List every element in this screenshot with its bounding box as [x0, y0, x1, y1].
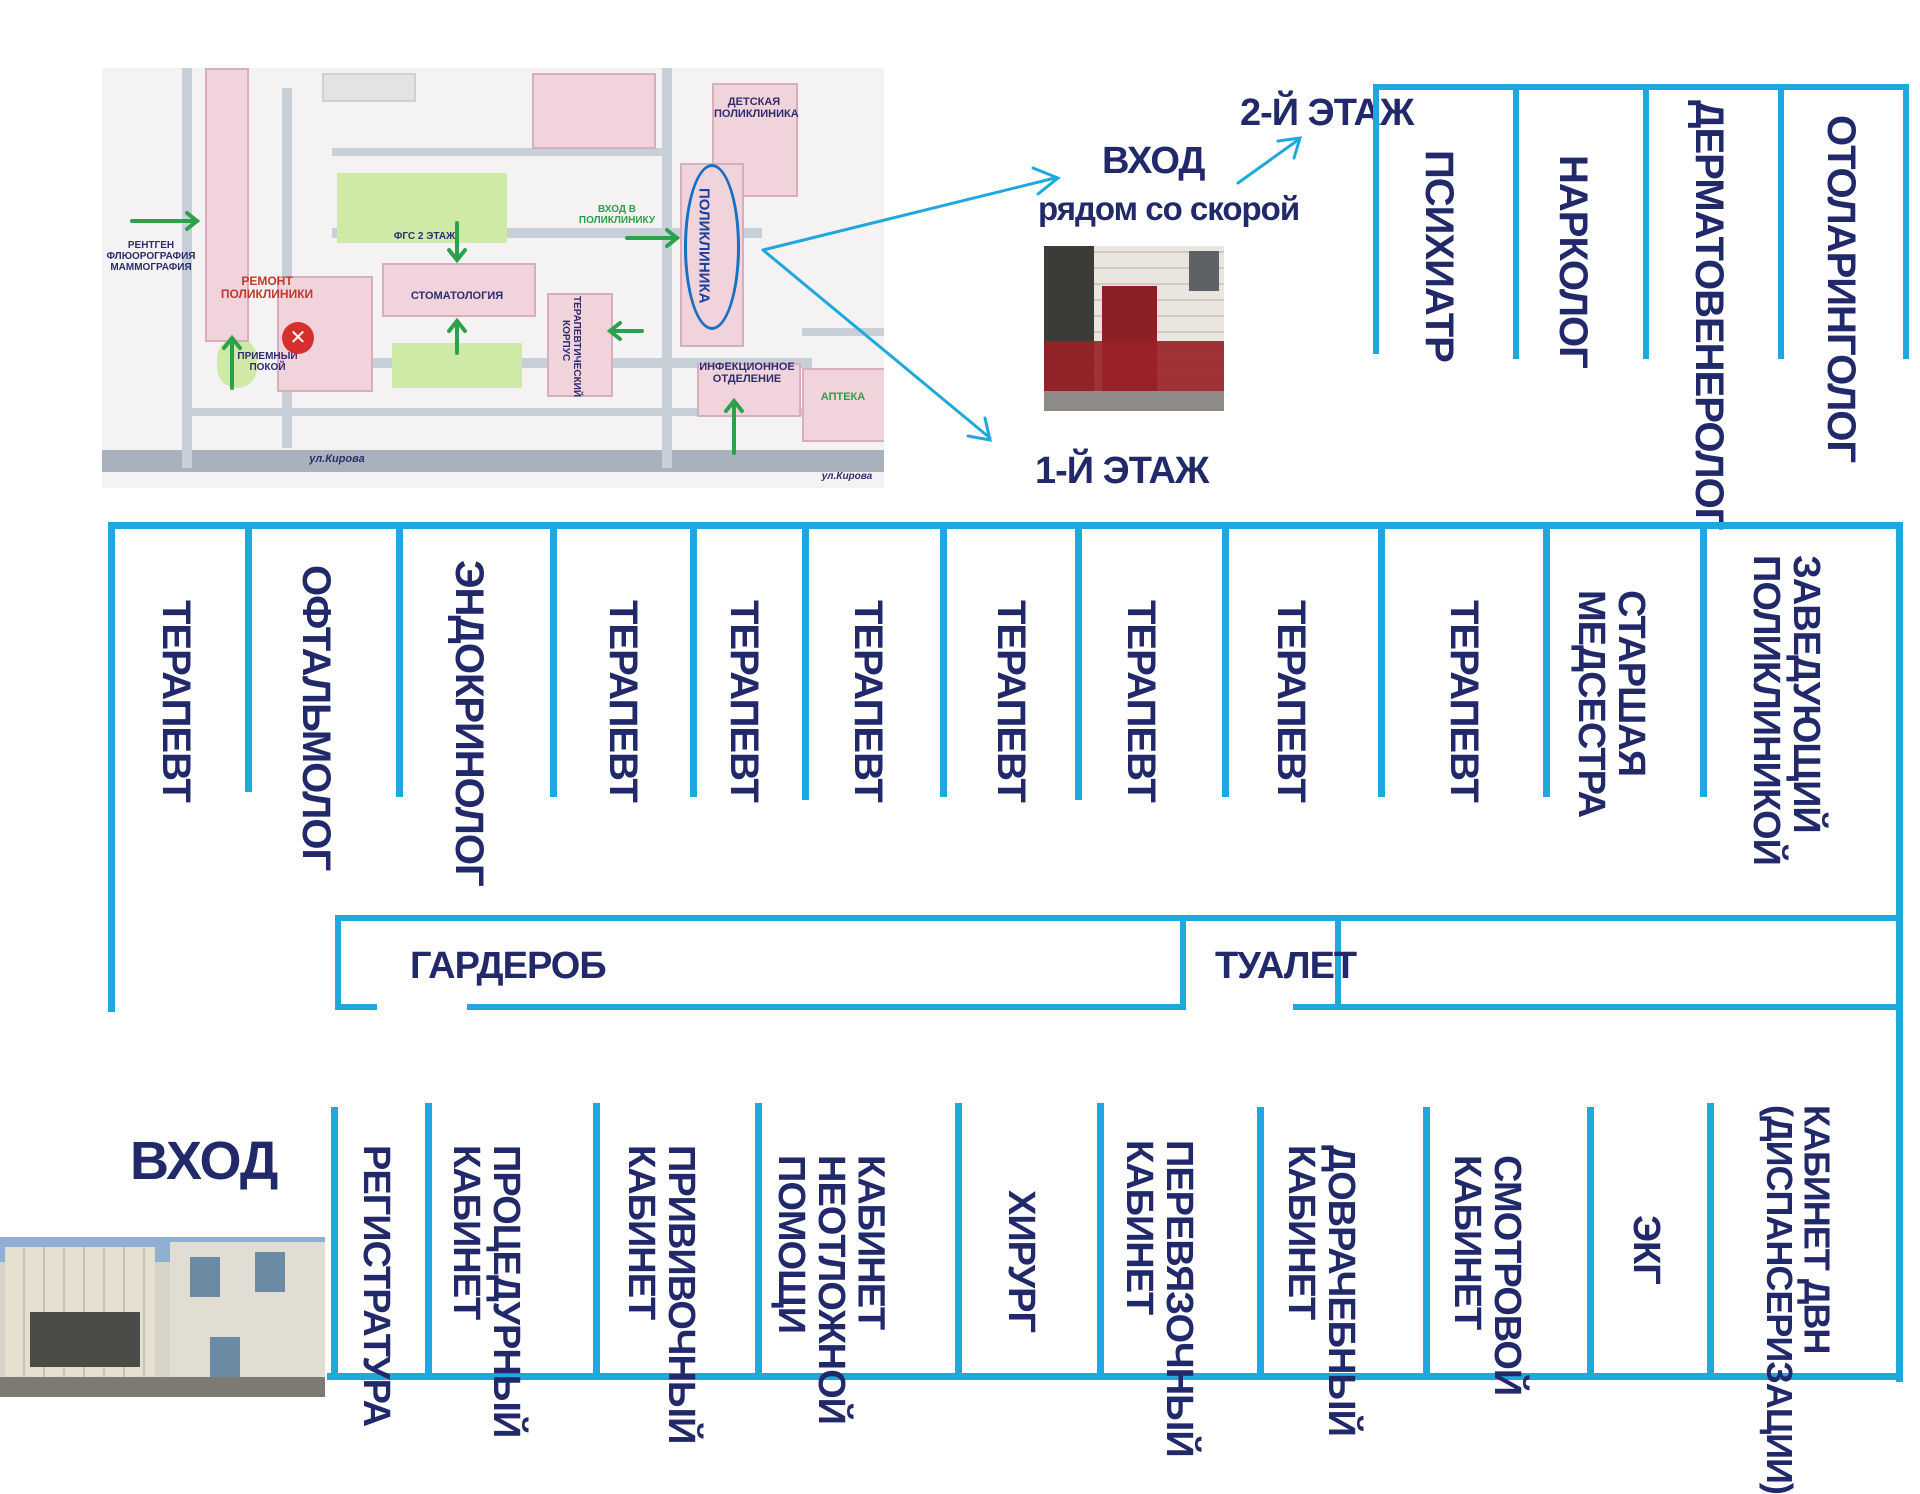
room-procedure: ПРОЦЕДУРНЫЙ КАБИНЕТ — [444, 1145, 527, 1438]
room-dermatovenerologist: ДЕРМАТОВЕНЕРОЛОГ — [1687, 100, 1731, 530]
label-children-clinic: ДЕТСКАЯ ПОЛИКЛИНИКА — [714, 96, 799, 121]
main-entrance-photo — [0, 1237, 325, 1397]
label-fgs: ФГС 2 ЭТАЖ — [393, 231, 456, 242]
room-therapist-5: ТЕРАПЕВТ — [989, 600, 1033, 802]
floor1-label: 1-Й ЭТАЖ — [1035, 450, 1209, 492]
toilet-label: ТУАЛЕТ — [1215, 945, 1357, 987]
side-entrance-subtitle: рядом со скорой — [1038, 190, 1300, 227]
street-label-right: ул.Кирова — [821, 471, 873, 482]
room-therapist-6: ТЕРАПЕВТ — [1119, 600, 1163, 802]
label-repair: РЕМОНТ ПОЛИКЛИНИКИ — [220, 274, 314, 302]
room-ophthalmologist: ОФТАЛЬМОЛОГ — [294, 565, 338, 871]
room-endocrinologist: ЭНДОКРИНОЛОГ — [447, 560, 491, 886]
floor2-label: 2-Й ЭТАЖ — [1240, 92, 1414, 134]
room-dvn: КАБИНЕТ ДВН (ДИСПАНСЕРИЗАЦИИ) — [1758, 1105, 1838, 1494]
room-therapist-2: ТЕРАПЕВТ — [601, 600, 645, 802]
room-surgeon: ХИРУРГ — [999, 1190, 1042, 1333]
label-entry-clinic: ВХОД В ПОЛИКЛИНИКУ — [578, 204, 656, 226]
map-arrows — [130, 211, 744, 455]
room-narcologist: НАРКОЛОГ — [1551, 155, 1595, 368]
room-examination: СМОТРОВОЙ КАБИНЕТ — [1445, 1155, 1528, 1396]
label-infection: ИНФЕКЦИОННОЕ ОТДЕЛЕНИЕ — [699, 361, 795, 386]
label-pharmacy: АПТЕКА — [820, 391, 866, 403]
side-entrance-photo — [1044, 246, 1224, 411]
room-therapist-1: ТЕРАПЕВТ — [154, 600, 198, 802]
room-pre-medical: ДОВРАЧЕБНЫЙ КАБИНЕТ — [1279, 1145, 1362, 1436]
room-otolaryngologist: ОТОЛАРИНГОЛОГ — [1819, 115, 1863, 463]
main-entrance-title: ВХОД — [130, 1131, 278, 1191]
label-therapy-building: ТЕРАПЕВТИЧЕСКИЙ КОРПУС — [560, 296, 582, 398]
room-head-of-clinic: ЗАВЕДУЮЩИЙ ПОЛИКЛИНИКОЙ — [1744, 555, 1827, 865]
wardrobe-label: ГАРДЕРОБ — [410, 945, 607, 987]
room-ecg: ЭКГ — [1624, 1215, 1667, 1284]
room-therapist-7: ТЕРАПЕВТ — [1269, 600, 1313, 802]
room-psychiatrist: ПСИХИАТР — [1417, 150, 1461, 362]
label-admission: ПРИЕМНЫЙ ПОКОЙ — [237, 351, 298, 373]
closed-x-icon: ✕ — [282, 322, 314, 354]
side-entrance-title: ВХОД — [1102, 140, 1205, 182]
room-therapist-4: ТЕРАПЕВТ — [846, 600, 890, 802]
room-vaccination: ПРИВИВОЧНЫЙ КАБИНЕТ — [619, 1145, 702, 1444]
label-clinic: ПОЛИКЛИНИКА — [695, 188, 713, 304]
room-therapist-3: ТЕРАПЕВТ — [722, 600, 766, 802]
site-map: ДЕТСКАЯ ПОЛИКЛИНИКА РЕНТГЕН ФЛЮОРОГРАФИЯ… — [102, 68, 884, 488]
pointer-arrows — [761, 136, 1303, 442]
room-registry: РЕГИСТРАТУРА — [354, 1145, 397, 1427]
room-dressing: ПЕРЕВЯЗОЧНЫЙ КАБИНЕТ — [1117, 1140, 1200, 1457]
room-emergency-care: КАБИНЕТ НЕОТЛОЖНОЙ ПОМОЩИ — [769, 1155, 892, 1424]
label-xray: РЕНТГЕН ФЛЮОРОГРАФИЯ МАММОГРАФИЯ — [106, 240, 196, 273]
street-label-left: ул.Кирова — [309, 453, 365, 465]
room-therapist-8: ТЕРАПЕВТ — [1442, 600, 1486, 802]
clinic-highlight-ellipse — [684, 164, 740, 330]
room-senior-nurse: СТАРШАЯ МЕДСЕСТРА — [1569, 590, 1652, 818]
label-dentistry: СТОМАТОЛОГИЯ — [410, 290, 504, 302]
